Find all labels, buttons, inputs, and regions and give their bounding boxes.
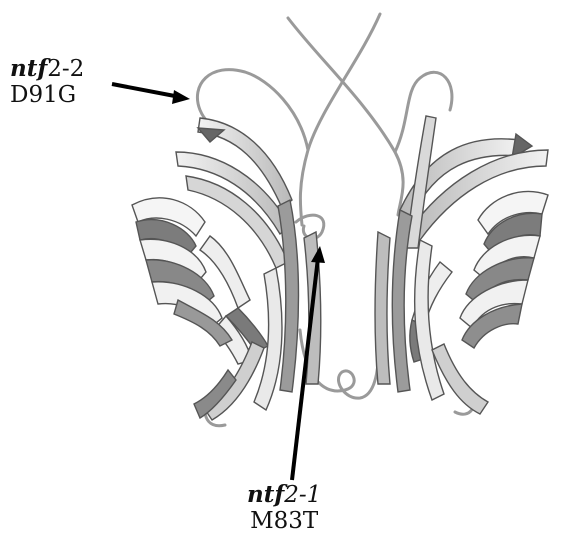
mutation-label-ntf2-1: ntf2-1 M83T xyxy=(247,482,321,534)
gene-suffix-top: 2-2 xyxy=(47,56,84,82)
gene-suffix-bottom: 2-1 xyxy=(284,482,321,508)
mutation-code-top: D91G xyxy=(10,82,84,108)
gene-italic-bottom: ntf xyxy=(247,481,284,508)
arrow-top-head xyxy=(172,90,190,104)
mutation-code-bottom: M83T xyxy=(247,508,321,534)
gene-name-top: ntf2-2 xyxy=(10,56,84,82)
arrow-top-line xyxy=(112,84,180,97)
gene-name-bottom: ntf2-1 xyxy=(247,482,321,508)
gene-italic-top: ntf xyxy=(10,55,47,82)
mutation-label-ntf2-2: ntf2-2 D91G xyxy=(10,56,84,108)
